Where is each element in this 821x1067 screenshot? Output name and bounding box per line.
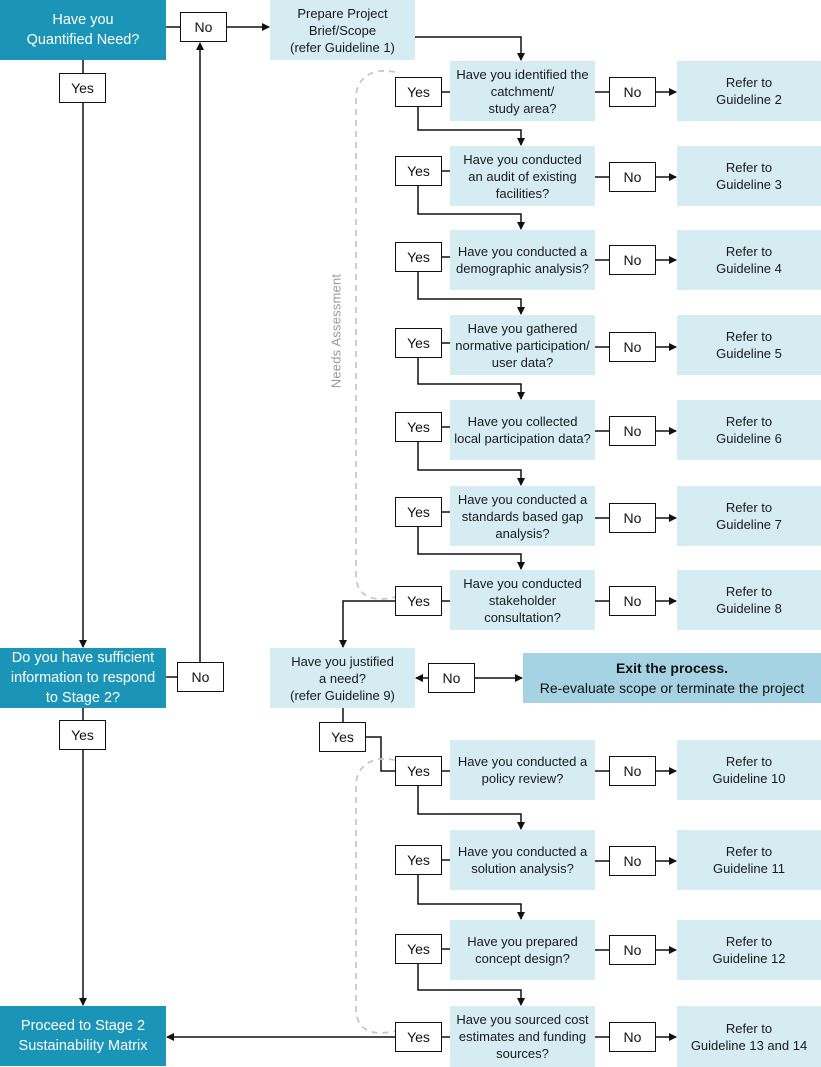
yes-label-q2: Yes [395,156,442,186]
exit-title: Exit the process. [615,660,729,676]
question-box-2: Have you conducted an audit of existing … [450,146,595,206]
arrow-to-q1 [415,36,525,61]
second-block-bracket [355,758,396,1034]
yes-label-justify: Yes [319,722,366,752]
no-label-q2: No [609,162,656,192]
arrow-yes-to-q7 [417,527,525,570]
arrow-yes-to-q10 [417,875,525,920]
refer-box-7: Refer to Guideline 8 [677,570,821,630]
exit-text: Re-evaluate scope or terminate the proje… [539,680,805,696]
refer-box-4: Refer to Guideline 5 [677,315,821,375]
no-label-q9: No [609,846,656,876]
proceed-stage2-box: Proceed to Stage 2 Sustainability Matrix [0,1006,166,1066]
yes-label-q6: Yes [395,497,442,527]
refer-box-9: Refer to Guideline 11 [677,830,821,890]
needs-assessment-bracket [355,70,396,600]
yes-label-q1: Yes [395,77,442,107]
yes-label-q3: Yes [395,242,442,272]
no-label-q8: No [609,756,656,786]
refer-box-11: Refer to Guideline 13 and 14 [677,1006,821,1067]
arrow-yes-to-q9 [417,786,525,830]
question-box-6: Have you conducted a standards based gap… [450,486,595,546]
arrow-yes-to-q5 [417,358,525,400]
yes-label-q11: Yes [395,1022,442,1052]
no-label-q4: No [609,332,656,362]
question-box-10: Have you prepared concept design? [450,920,595,980]
refer-box-5: Refer to Guideline 6 [677,400,821,460]
no-label-q7: No [609,586,656,616]
arrow-yes-to-q3 [417,186,525,230]
justify-need-box: Have you justified a need? (refer Guidel… [270,648,415,708]
yes-label-sufficient: Yes [59,720,106,750]
line-justify-yes-to-q8 [366,736,395,772]
yes-label-q7: Yes [395,586,442,616]
refer-box-8: Refer to Guideline 10 [677,740,821,800]
arrow-yes-to-q2 [417,107,525,146]
quantified-need-box: Have you Quantified Need? [0,0,166,60]
refer-box-10: Refer to Guideline 12 [677,920,821,980]
no-label-q10: No [609,935,656,965]
refer-box-3: Refer to Guideline 4 [677,230,821,290]
question-box-8: Have you conducted a policy review? [450,740,595,800]
question-box-3: Have you conducted a demographic analysi… [450,230,595,290]
no-label-quantified: No [180,12,227,42]
no-label-q6: No [609,503,656,533]
no-label-q11: No [609,1022,656,1052]
yes-label-q8: Yes [395,756,442,786]
question-box-5: Have you collected local participation d… [450,400,595,460]
question-box-7: Have you conducted stakeholder consultat… [450,570,595,630]
refer-box-2: Refer to Guideline 3 [677,146,821,206]
yes-label-q4: Yes [395,328,442,358]
question-box-11: Have you sourced cost estimates and fund… [450,1006,595,1067]
arrow-yes-to-q6 [417,442,525,486]
exit-process-box: Exit the process. Re-evaluate scope or t… [523,653,821,703]
prepare-brief-box: Prepare Project Brief/Scope (refer Guide… [270,0,415,60]
arrow-yes-to-q11 [417,964,525,1006]
arrow-yes-to-q4 [417,272,525,315]
no-label-justify: No [428,663,475,693]
question-box-1: Have you identified the catchment/ study… [450,61,595,121]
yes-label-q5: Yes [395,412,442,442]
sufficient-info-box: Do you have sufficient information to re… [0,648,166,708]
question-box-4: Have you gathered normative participatio… [450,315,595,375]
no-label-q5: No [609,416,656,446]
no-label-sufficient: No [177,662,224,692]
no-label-q1: No [609,77,656,107]
yes-label-q9: Yes [395,845,442,875]
yes-label-q10: Yes [395,934,442,964]
yes-label-quantified: Yes [59,73,106,103]
question-box-9: Have you conducted a solution analysis? [450,830,595,890]
refer-box-6: Refer to Guideline 7 [677,486,821,546]
arrow-to-justify [339,600,395,648]
refer-box-1: Refer to Guideline 2 [677,61,821,121]
no-label-q3: No [609,245,656,275]
